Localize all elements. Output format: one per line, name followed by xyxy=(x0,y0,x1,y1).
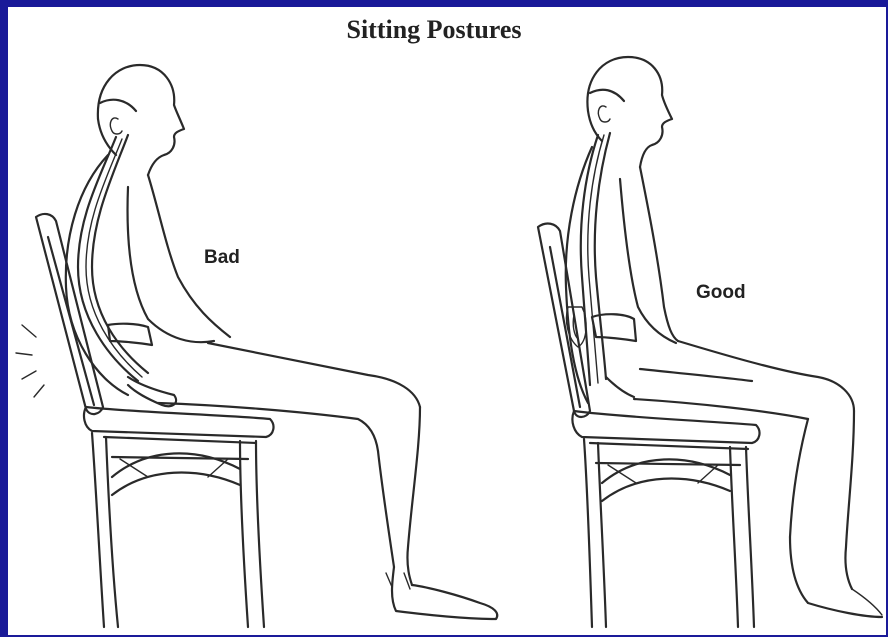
good-person xyxy=(566,57,882,617)
good-posture-figure xyxy=(538,57,882,627)
good-posture-label: Good xyxy=(696,282,746,304)
bad-posture-figure xyxy=(16,65,497,627)
diagram-title: Sitting Postures xyxy=(304,15,564,45)
bad-person xyxy=(66,65,497,619)
posture-illustration-panel: Sitting Postures Bad Good xyxy=(8,7,886,635)
bad-impact-marks xyxy=(16,325,44,397)
bad-posture-label: Bad xyxy=(204,247,240,269)
posture-drawing xyxy=(8,7,886,635)
bad-chair xyxy=(36,214,273,627)
